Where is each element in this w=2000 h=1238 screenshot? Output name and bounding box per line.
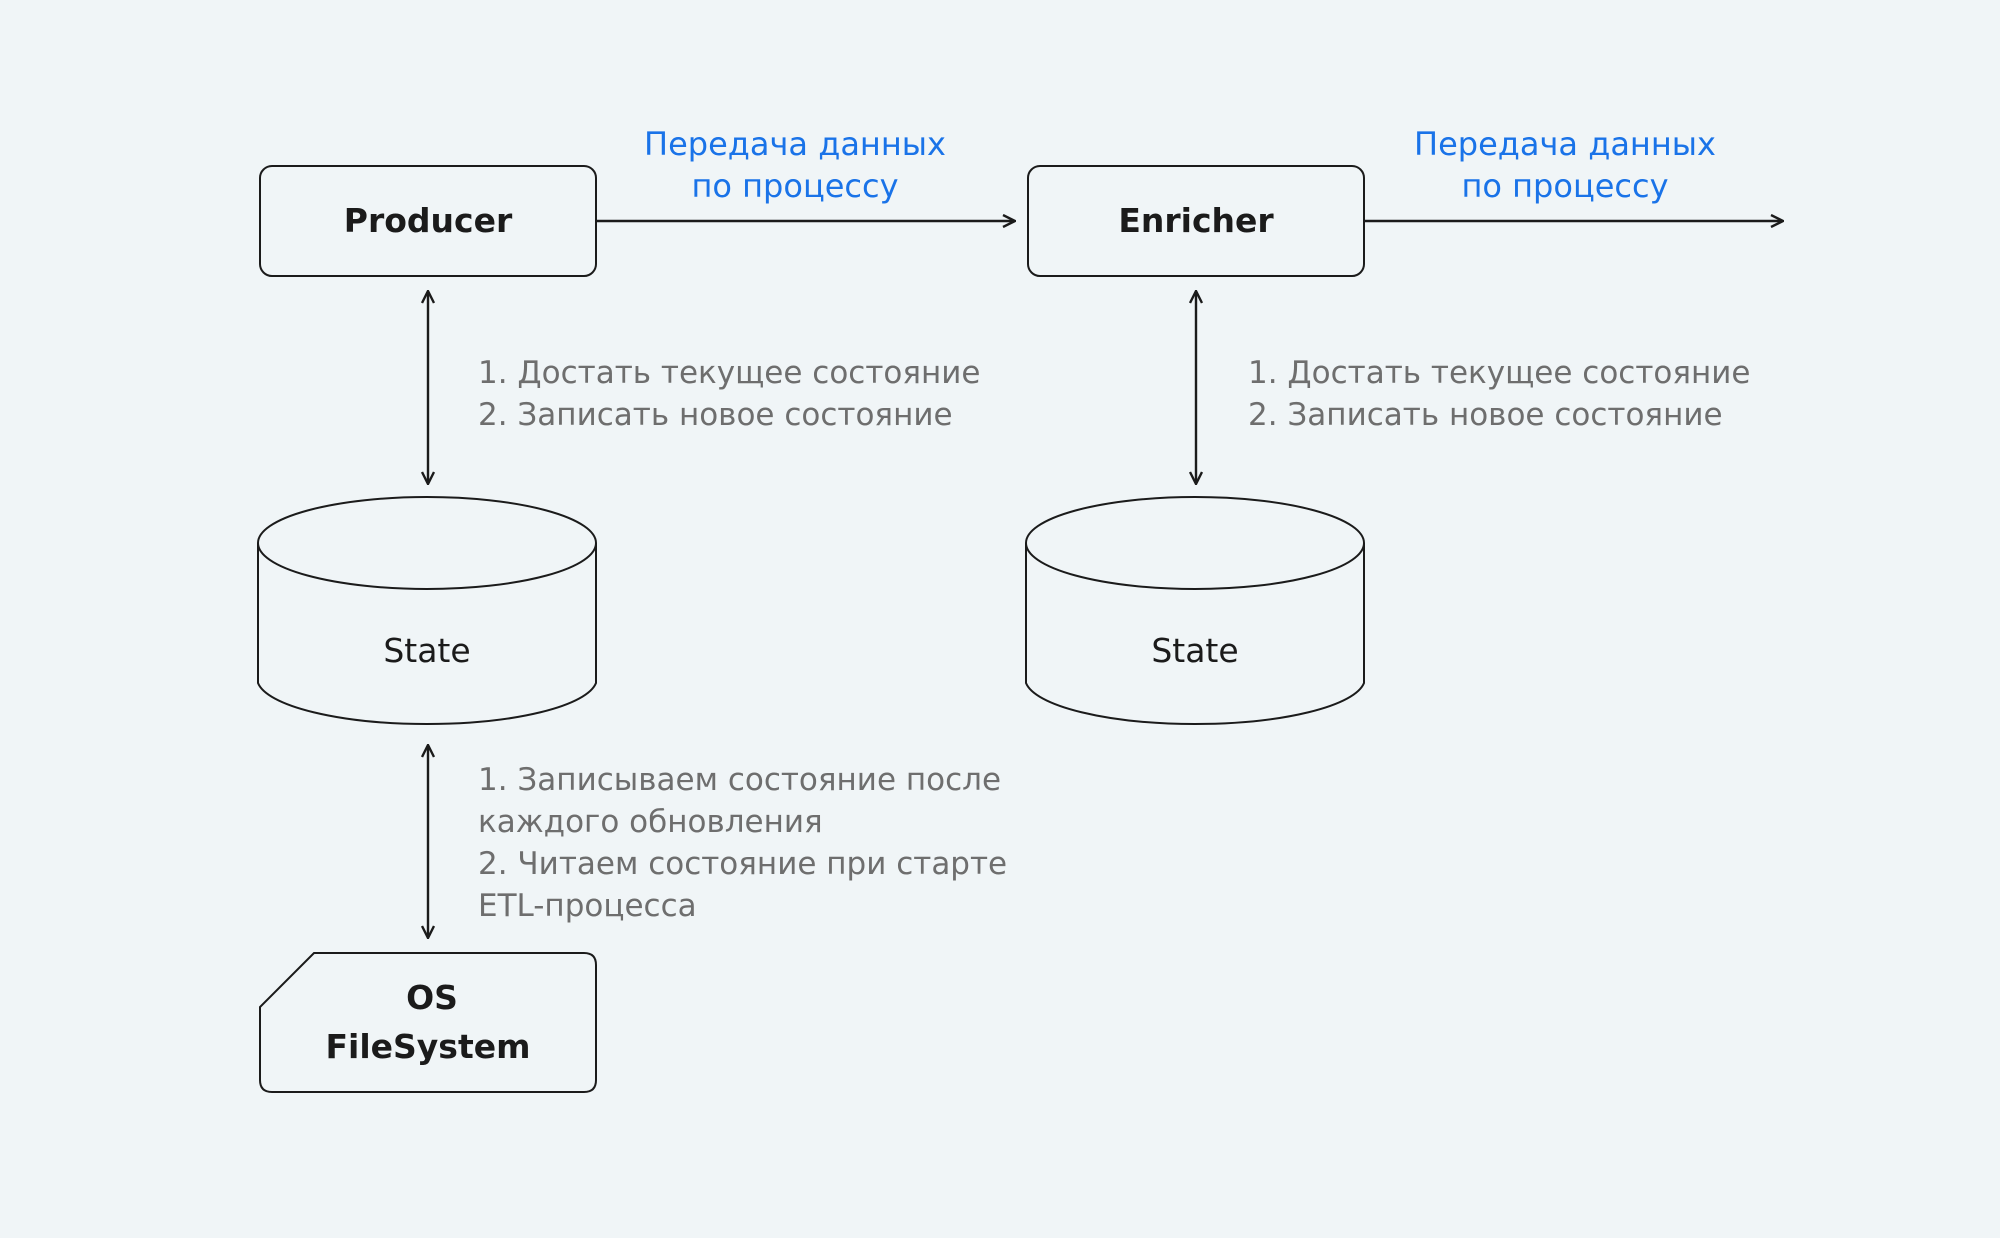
enricher-label: Enricher [1118,201,1274,240]
edge-state-filesystem: 1. Записываем состояние после каждого об… [428,746,1007,937]
edge-producer-state: 1. Достать текущее состояние 2. Записать… [428,292,981,483]
producer-enricher-label-line2: по процессу [691,167,898,205]
state-right-label: State [1151,631,1238,670]
edge-enricher-out: Передача данных по процессу [1364,125,1782,221]
state-filesystem-note-line1: 1. Записываем состояние после [478,762,1001,798]
enricher-out-label-line2: по процессу [1461,167,1668,205]
state-filesystem-note-line2: каждого обновления [478,804,823,840]
state-right-cylinder-top [1025,496,1365,590]
state-filesystem-note-line4: ETL-процесса [478,888,697,924]
filesystem-label-line1: OS [406,978,458,1017]
producer-state-note-line2: 2. Записать новое состояние [478,397,953,433]
producer-enricher-label-line1: Передача данных [644,125,946,163]
state-right-node: State [1025,496,1365,726]
enricher-out-label-line1: Передача данных [1414,125,1716,163]
state-left-cylinder-body [257,543,597,726]
state-right-cylinder-body [1025,543,1365,726]
state-left-label: State [383,631,470,670]
producer-state-note-line1: 1. Достать текущее состояние [478,355,981,391]
filesystem-node: OS FileSystem [259,952,597,1093]
edge-producer-to-enricher: Передача данных по процессу [596,125,1014,221]
enricher-node: Enricher [1027,165,1365,277]
producer-node: Producer [259,165,597,277]
edge-enricher-state: 1. Достать текущее состояние 2. Записать… [1196,292,1751,483]
enricher-state-note-line1: 1. Достать текущее состояние [1248,355,1751,391]
enricher-state-note-line2: 2. Записать новое состояние [1248,397,1723,433]
state-filesystem-note-line3: 2. Читаем состояние при старте [478,846,1007,882]
filesystem-card [259,952,597,1093]
producer-label: Producer [344,201,513,240]
state-left-node: State [257,496,597,726]
filesystem-label-line2: FileSystem [325,1027,530,1066]
state-left-cylinder-top [257,496,597,590]
